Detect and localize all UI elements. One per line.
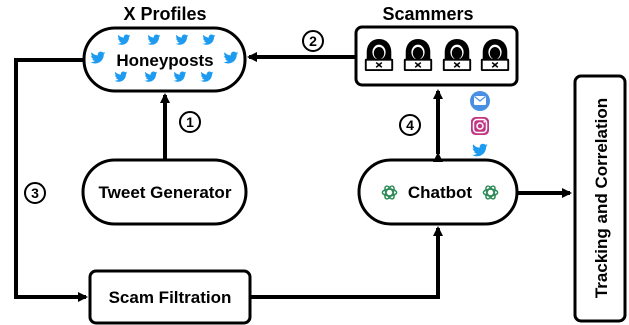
step-4-badge: 4 [399, 114, 421, 136]
scam-filtration-label: Scam Filtration [109, 288, 232, 307]
step-1-badge: 1 [179, 111, 201, 133]
profiles-title: X Profiles [123, 4, 206, 24]
arrow-honeyposts-to-filtration [14, 58, 88, 302]
chatbot-node[interactable]: Chatbot [357, 158, 519, 226]
svg-text:2: 2 [309, 33, 317, 49]
scammers-node[interactable] [354, 25, 519, 87]
tracking-correlation-label: Tracking and Correlation [592, 98, 611, 298]
svg-text:4: 4 [406, 117, 414, 133]
tweet-generator-label: Tweet Generator [99, 183, 232, 202]
instagram-icon [471, 117, 489, 135]
svg-text:3: 3 [31, 185, 39, 201]
twitter-bird-icon [472, 143, 488, 157]
tweet-generator-node[interactable]: Tweet Generator [81, 158, 248, 226]
scammers-title: Scammers [382, 4, 473, 24]
arrow-filtration-to-chatbot [250, 226, 443, 299]
chatbot-label: Chatbot [408, 183, 473, 202]
svg-text:1: 1 [186, 114, 194, 130]
tracking-correlation-node[interactable]: Tracking and Correlation [573, 74, 627, 323]
email-icon [470, 91, 490, 111]
step-3-badge: 3 [24, 182, 46, 204]
honeyposts-node[interactable]: Honeyposts [82, 26, 247, 93]
honeyposts-label: Honeyposts [116, 51, 213, 70]
scam-filtration-node[interactable]: Scam Filtration [88, 269, 252, 325]
step-2-badge: 2 [302, 30, 324, 52]
